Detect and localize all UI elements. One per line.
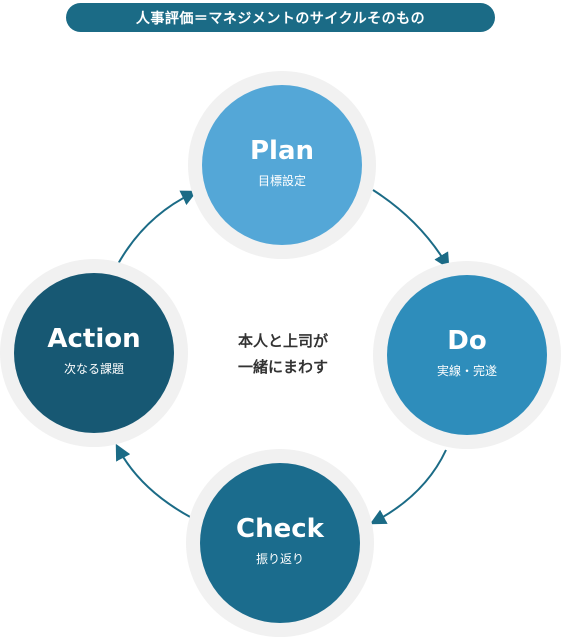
action-node-label: Action 次なる課題 [19, 324, 169, 378]
check-label: Check [236, 514, 324, 544]
plan-node-label: Plan 目標設定 [207, 136, 357, 190]
do-circle [387, 275, 547, 435]
center-line-1: 本人と上司が [237, 332, 328, 350]
center-line-2: 一緒にまわす [237, 358, 328, 376]
title-banner: 人事評価＝マネジメントのサイクルそのもの [66, 3, 495, 32]
do-label: Do [447, 326, 487, 356]
check-node-label: Check 振り返り [205, 514, 355, 568]
action-circle [14, 273, 174, 433]
arrow-check-to-action [115, 443, 193, 519]
do-sublabel: 実線・完遂 [436, 364, 497, 378]
do-node-label: Do 実線・完遂 [392, 326, 542, 380]
plan-sublabel: 目標設定 [257, 174, 306, 188]
check-sublabel: 振り返り [255, 552, 304, 566]
arrow-action-to-plan [117, 190, 198, 265]
plan-circle [202, 85, 362, 245]
title-text: 人事評価＝マネジメントのサイクルそのもの [135, 10, 426, 27]
arrow-plan-to-do [372, 189, 450, 270]
arrow-do-to-check [369, 449, 447, 525]
plan-label: Plan [249, 136, 315, 166]
action-sublabel: 次なる課題 [63, 362, 124, 376]
check-circle [200, 463, 360, 623]
center-caption: 本人と上司が 一緒にまわす [200, 328, 366, 380]
action-label: Action [47, 324, 141, 354]
